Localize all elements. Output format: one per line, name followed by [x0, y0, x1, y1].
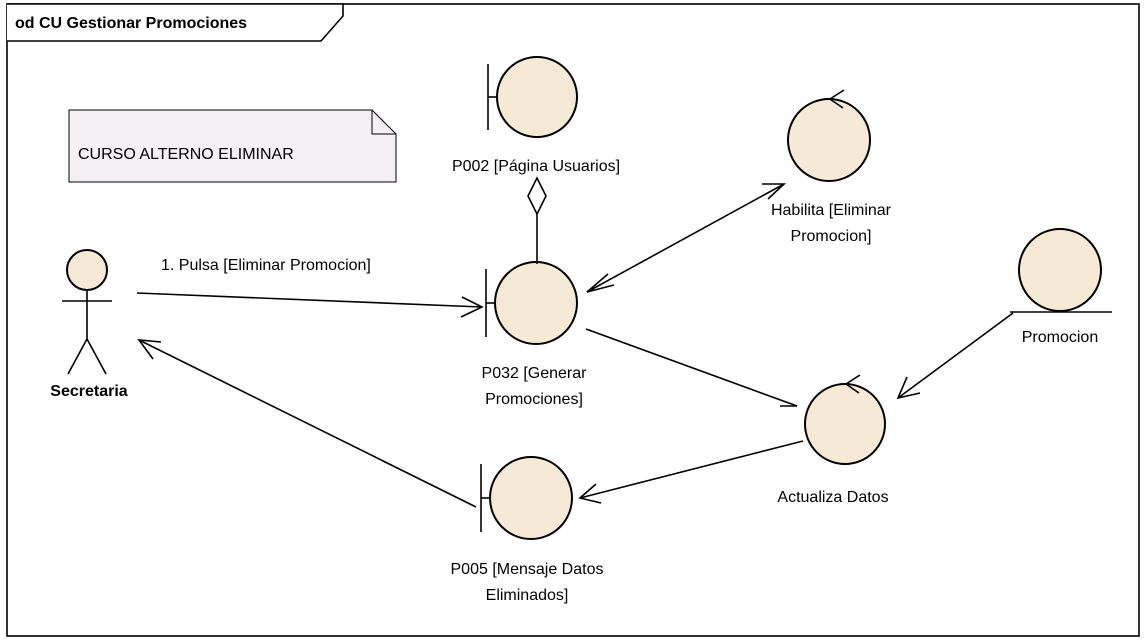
- note: CURSO ALTERNO ELIMINAR: [68, 109, 397, 183]
- message-1-line: [136, 292, 483, 308]
- boundary-p005-label-1: P005 [Mensaje Datos: [451, 561, 604, 578]
- link-p005-secretaria: [137, 339, 477, 508]
- boundary-p032-label-1: P032 [Generar: [482, 365, 588, 382]
- actor-leg-right: [86, 338, 107, 375]
- control-habilita-label-2: Promocion]: [791, 228, 872, 245]
- aggregation-p032-p002: [527, 176, 547, 264]
- boundary-p005-label-2: Eliminados]: [486, 587, 569, 604]
- boundary-p005[interactable]: P005 [Mensaje Datos Eliminados]: [451, 456, 604, 604]
- actor-secretaria[interactable]: Secretaria: [50, 249, 128, 400]
- boundary-circle: [496, 56, 578, 138]
- message-1-label: 1. Pulsa [Eliminar Promocion]: [161, 257, 371, 274]
- link-p032-habilita: [586, 183, 787, 293]
- control-arrowhead: [828, 89, 845, 109]
- aggregation-diamond: [527, 176, 547, 216]
- link-line: [579, 440, 804, 499]
- control-circle: [804, 383, 886, 465]
- frame-title-tab: [7, 3, 344, 42]
- actor-leg-left: [67, 338, 88, 375]
- frame-title: od CU Gestionar Promociones: [15, 15, 247, 32]
- note-text: CURSO ALTERNO ELIMINAR: [78, 146, 294, 163]
- message-1: 1. Pulsa [Eliminar Promocion]: [136, 257, 484, 318]
- link-arrowhead: [896, 376, 921, 400]
- control-habilita-label-1: Habilita [Eliminar: [771, 202, 892, 219]
- link-actualiza-p005: [578, 440, 804, 504]
- control-circle: [787, 98, 871, 182]
- entity-promocion-label: Promocion: [1022, 329, 1098, 346]
- control-actualiza-datos[interactable]: Actualiza Datos: [777, 374, 889, 506]
- control-actualiza-label: Actualiza Datos: [777, 489, 888, 506]
- link-line: [586, 183, 785, 293]
- link-arrowhead-start: [586, 273, 615, 293]
- link-line: [585, 328, 798, 407]
- actor-head: [66, 249, 108, 291]
- boundary-circle: [489, 456, 573, 540]
- link-arrowhead-end: [762, 183, 787, 200]
- control-arrowhead: [844, 374, 861, 394]
- actor-label: Secretaria: [50, 383, 127, 400]
- link-p032-actualiza: [585, 328, 798, 407]
- link-arrowhead: [578, 483, 602, 504]
- boundary-p032[interactable]: P032 [Generar Promociones]: [482, 261, 588, 408]
- link-line: [138, 339, 477, 508]
- message-1-arrowhead: [460, 296, 484, 318]
- boundary-p002-label: P002 [Página Usuarios]: [452, 158, 620, 175]
- boundary-p002[interactable]: P002 [Página Usuarios]: [452, 56, 620, 175]
- link-promocion-actualiza: [896, 312, 1014, 400]
- boundary-p032-label-2: Promociones]: [485, 391, 583, 408]
- entity-circle: [1018, 228, 1102, 312]
- boundary-circle: [494, 261, 578, 345]
- entity-promocion[interactable]: Promocion: [1010, 228, 1112, 346]
- link-line: [897, 312, 1014, 399]
- control-habilita[interactable]: Habilita [Eliminar Promocion]: [771, 89, 892, 245]
- link-arrowhead: [137, 339, 162, 360]
